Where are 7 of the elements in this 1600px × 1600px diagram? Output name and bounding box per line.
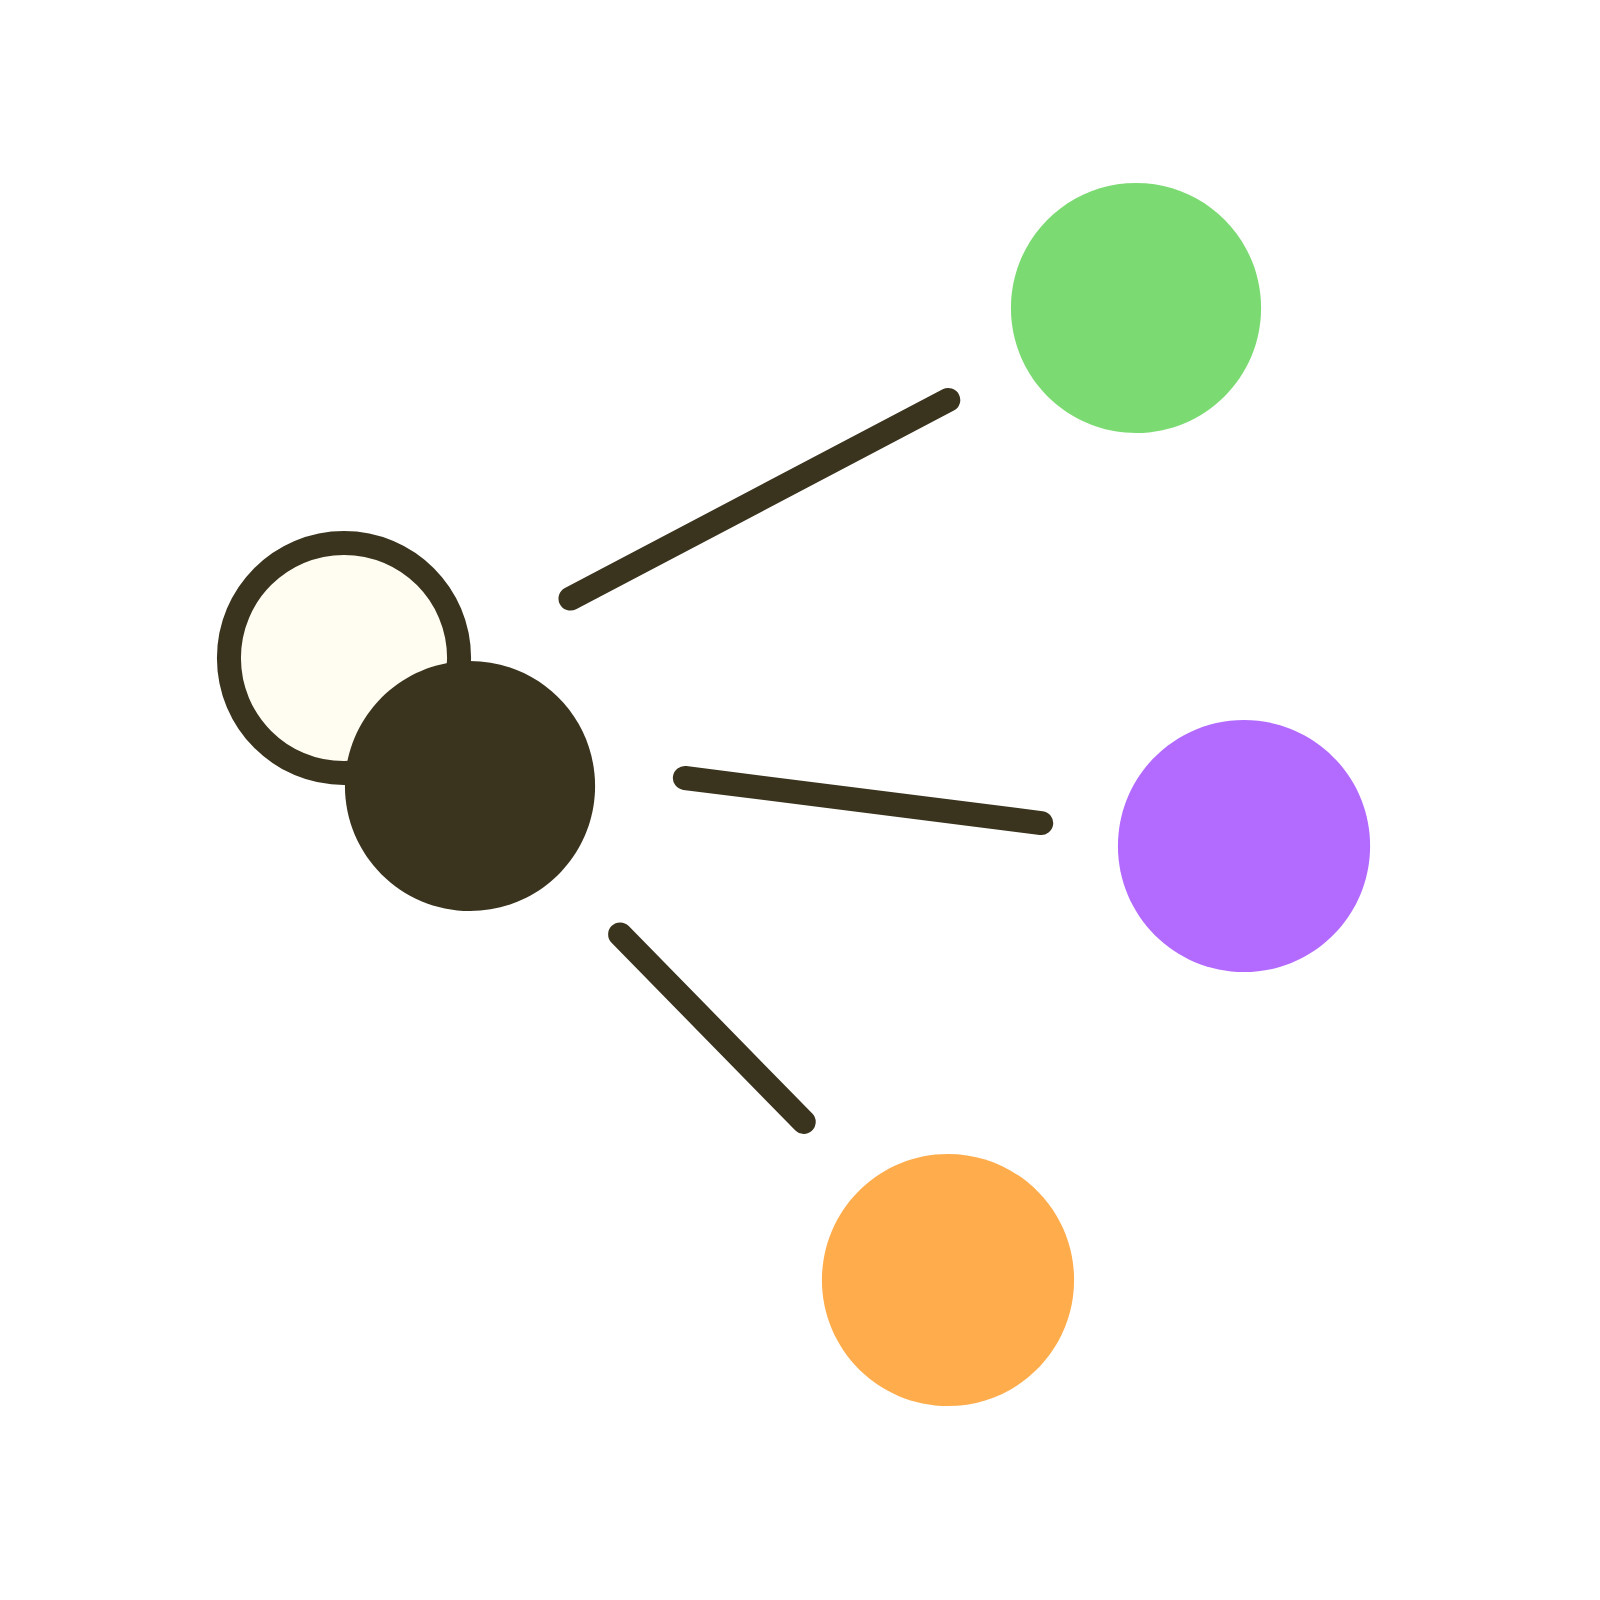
connector-line (558, 387, 961, 611)
solid-circle (821, 1153, 1075, 1407)
connector-line (608, 922, 816, 1134)
solid-circle (1010, 182, 1262, 434)
connector-line (672, 766, 1054, 836)
solid-circle (1117, 719, 1371, 973)
solid-circle (344, 660, 596, 912)
